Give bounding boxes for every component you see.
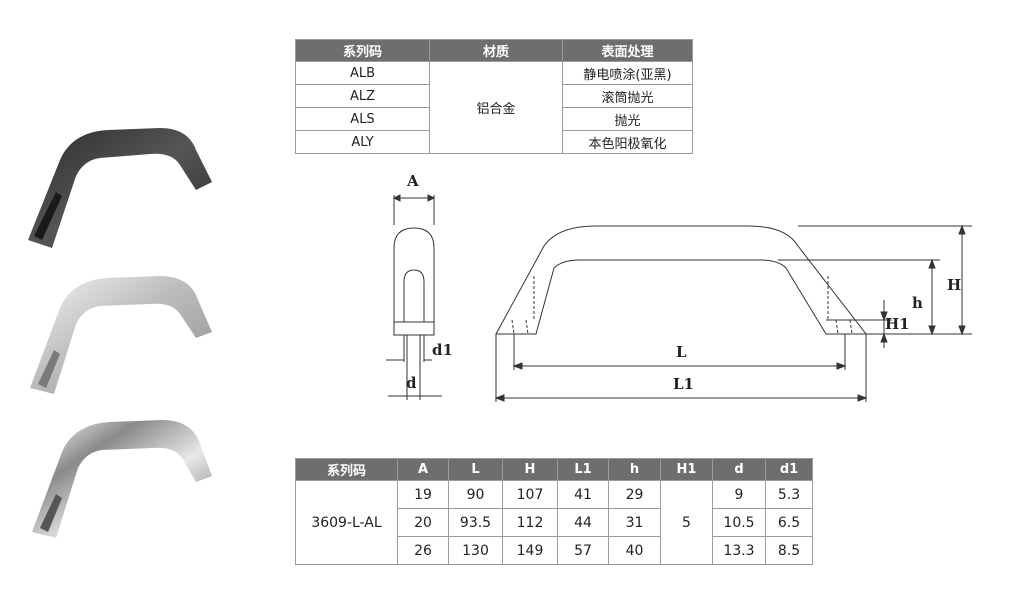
header-code: 系列码 xyxy=(295,39,430,62)
dimension-table: 系列码 A L H L1 h H1 d d1 3609-L-AL 19 90 1… xyxy=(295,458,813,565)
table-row: 20 93.5 112 44 31 10.5 6.5 xyxy=(296,508,813,537)
side-view xyxy=(386,194,442,400)
cell-H: 107 xyxy=(502,480,558,509)
header-A: A xyxy=(397,458,449,481)
handle-polished-image xyxy=(32,420,212,538)
cell-d: 9 xyxy=(712,480,766,509)
dim-label-H1: H1 xyxy=(885,315,910,333)
cell-d: 13.3 xyxy=(712,536,766,565)
dim-label-H: H xyxy=(947,276,962,294)
dim-label-d: d xyxy=(406,374,417,392)
table-row: ALB 铝合金 静电喷涂(亚黑) xyxy=(295,61,693,154)
surface-finish: 本色阳极氧化 xyxy=(562,130,693,154)
material-table: 系列码 材质 表面处理 ALB 铝合金 静电喷涂(亚黑) ALZ 滚筒抛光 AL… xyxy=(295,39,693,154)
cell-L: 90 xyxy=(448,480,503,509)
cell-A: 26 xyxy=(397,536,449,565)
front-view xyxy=(494,224,972,402)
cell-d1: 8.5 xyxy=(765,536,813,565)
cell-H1: 5 xyxy=(660,480,713,565)
cell-L: 130 xyxy=(448,536,503,565)
dim-label-A: A xyxy=(407,172,419,190)
cell-h: 29 xyxy=(608,480,661,509)
dim-label-h: h xyxy=(912,294,923,312)
product-images xyxy=(28,128,212,538)
handle-satin-image xyxy=(30,276,212,394)
cell-H: 112 xyxy=(502,508,558,537)
cell-L: 93.5 xyxy=(448,508,503,537)
table-row: 26 130 149 57 40 13.3 8.5 xyxy=(296,536,813,565)
table-row: ALZ 滚筒抛光 xyxy=(295,84,693,108)
table-row: ALS 抛光 xyxy=(295,107,693,131)
surface-finish: 静电喷涂(亚黑) xyxy=(562,61,693,85)
cell-L1: 41 xyxy=(557,480,609,509)
header-code: 系列码 xyxy=(295,458,398,481)
header-L: L xyxy=(448,458,503,481)
cell-L1: 57 xyxy=(557,536,609,565)
cell-A: 20 xyxy=(397,508,449,537)
handle-black-image xyxy=(28,128,212,248)
dimension-table-header: 系列码 A L H L1 h H1 d d1 xyxy=(295,458,813,481)
header-h: h xyxy=(608,458,661,481)
header-H1: H1 xyxy=(660,458,713,481)
header-H: H xyxy=(502,458,558,481)
cell-A: 19 xyxy=(397,480,449,509)
series-code: ALY xyxy=(295,130,430,154)
header-d1: d1 xyxy=(765,458,813,481)
header-finish: 表面处理 xyxy=(562,39,693,62)
dim-label-L1: L1 xyxy=(673,375,694,393)
cell-d1: 5.3 xyxy=(765,480,813,509)
cell-H: 149 xyxy=(502,536,558,565)
dim-label-d1: d1 xyxy=(432,341,453,359)
series-code: 3609-L-AL xyxy=(295,480,398,565)
series-code: ALZ xyxy=(295,84,430,108)
header-d: d xyxy=(712,458,766,481)
series-code: ALB xyxy=(295,61,430,85)
cell-L1: 44 xyxy=(557,508,609,537)
dim-label-L: L xyxy=(676,343,687,361)
table-row: ALY 本色阳极氧化 xyxy=(295,130,693,154)
header-L1: L1 xyxy=(557,458,609,481)
table-row: 3609-L-AL 19 90 107 41 29 5 9 5.3 xyxy=(295,480,813,565)
cell-h: 31 xyxy=(608,508,661,537)
material-cell: 铝合金 xyxy=(429,61,563,154)
cell-d: 10.5 xyxy=(712,508,766,537)
cell-d1: 6.5 xyxy=(765,508,813,537)
material-table-header: 系列码 材质 表面处理 xyxy=(295,39,693,62)
cell-h: 40 xyxy=(608,536,661,565)
